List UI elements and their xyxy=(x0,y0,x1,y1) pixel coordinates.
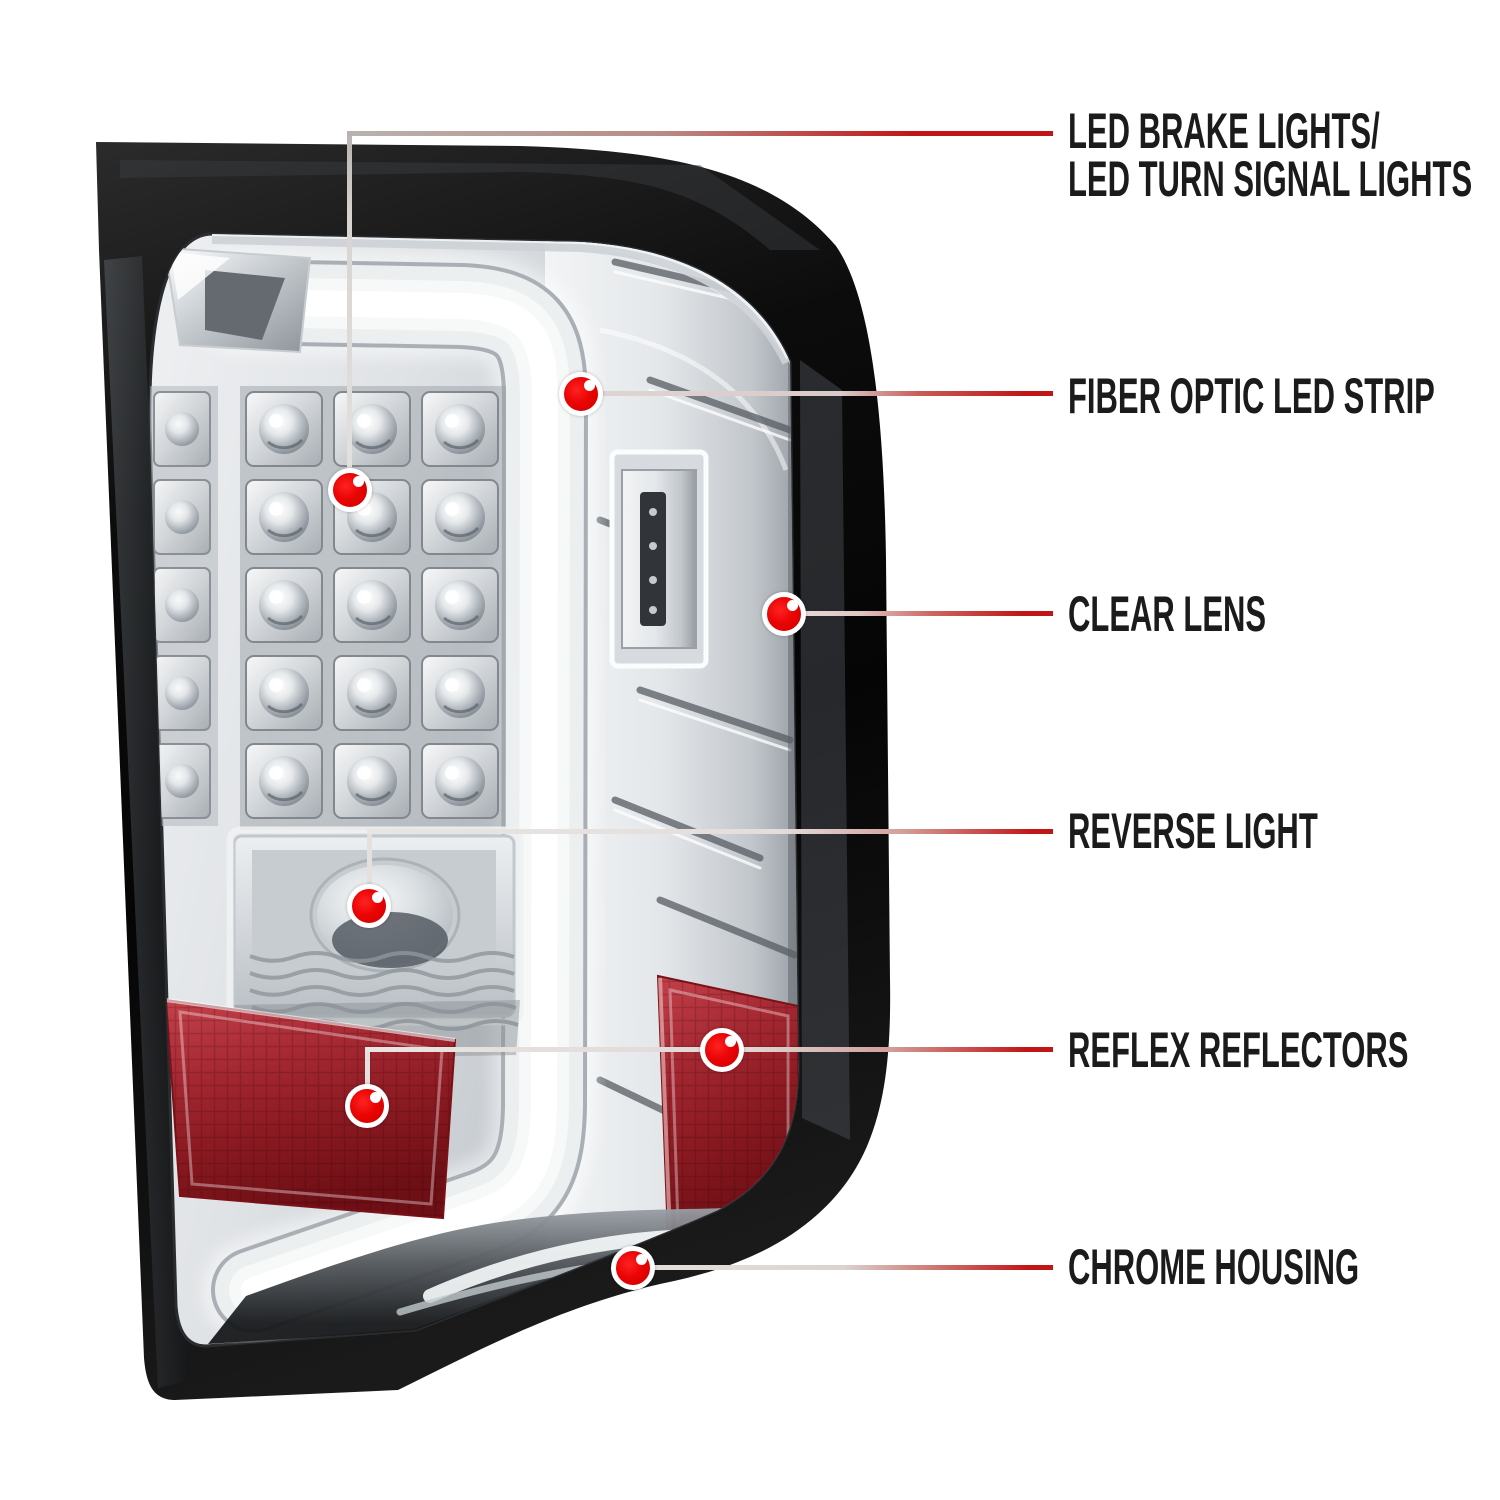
callout-connector-reverse-vertical xyxy=(367,829,372,908)
marker-dot-chrome-housing xyxy=(611,1246,655,1290)
marker-dot-fiber-optic xyxy=(559,372,603,416)
top-bezel-strip xyxy=(211,234,794,365)
callout-label-clear-lens: CLEAR LENS xyxy=(1068,586,1267,642)
marker-dot-reflex-right xyxy=(700,1028,744,1072)
reflex-reflector-left xyxy=(164,998,457,1220)
callout-connector-reverse xyxy=(367,829,1053,834)
marker-dot-reflex-left xyxy=(345,1084,389,1128)
label-line: CHROME HOUSING xyxy=(1068,1239,1360,1295)
callout-label-led-brake-turn: LED BRAKE LIGHTS/ LED TURN SIGNAL LIGHTS xyxy=(1068,103,1473,207)
label-line: FIBER OPTIC LED STRIP xyxy=(1068,368,1435,424)
callout-label-fiber-optic: FIBER OPTIC LED STRIP xyxy=(1068,368,1435,424)
callout-label-reverse-light: REVERSE LIGHT xyxy=(1068,803,1318,859)
label-line: REVERSE LIGHT xyxy=(1068,803,1318,859)
callout-label-chrome-housing: CHROME HOUSING xyxy=(1068,1239,1360,1295)
callout-connector-fiber-optic xyxy=(581,391,1053,396)
chrome-corner-bracket xyxy=(163,246,312,354)
callout-connector-reflex-vertical xyxy=(365,1047,370,1108)
led-array xyxy=(149,386,506,830)
callout-connector-clear-lens xyxy=(784,611,1053,616)
marker-dot-led-brake xyxy=(328,468,372,512)
bulb-socket xyxy=(609,449,709,669)
reflex-reflector-right xyxy=(656,974,799,1240)
marker-dot-reverse-light xyxy=(347,884,391,928)
label-line: REFLEX REFLECTORS xyxy=(1068,1022,1409,1078)
label-line: LED TURN SIGNAL LIGHTS xyxy=(1068,151,1473,207)
label-line: CLEAR LENS xyxy=(1068,586,1267,642)
callout-connector-chrome xyxy=(633,1265,1053,1270)
callout-connector-led-brake xyxy=(347,131,1053,136)
callout-connector-led-brake-vertical xyxy=(347,131,352,492)
callout-label-reflex-reflectors: REFLEX REFLECTORS xyxy=(1068,1022,1409,1078)
label-line: LED BRAKE LIGHTS/ xyxy=(1068,103,1380,159)
marker-dot-clear-lens xyxy=(762,592,806,636)
